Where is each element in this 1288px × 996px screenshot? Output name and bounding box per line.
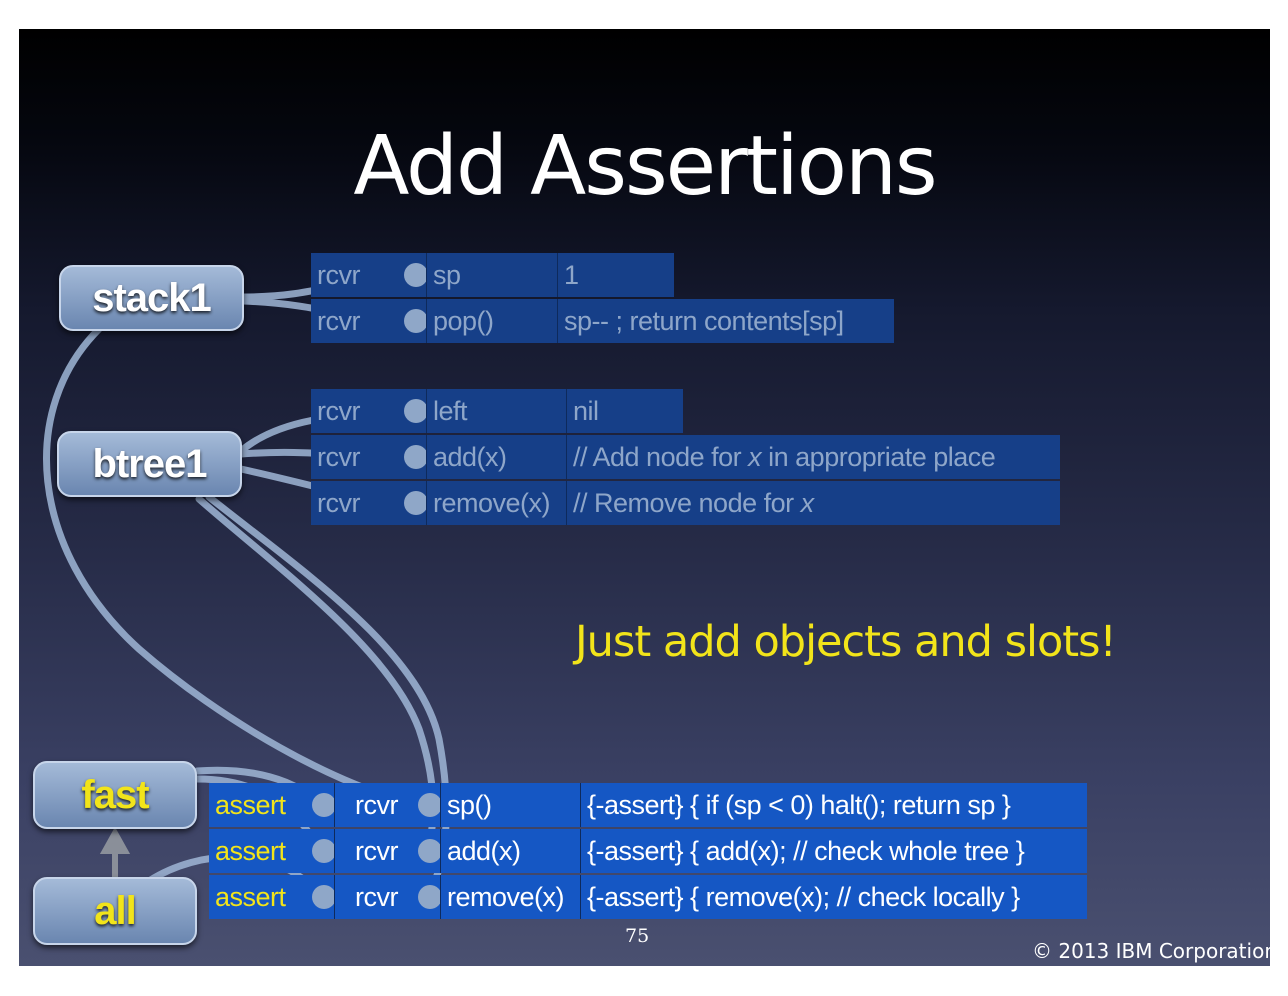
slot-value-cell: {-assert} { remove(x); // check locally … xyxy=(580,875,1087,919)
copyright: © 2013 IBM Corporation xyxy=(1032,939,1270,963)
slot-name-cell: remove(x) xyxy=(426,481,566,525)
receiver-cell: rcvr xyxy=(311,299,428,343)
slot-name-cell: add(x) xyxy=(426,435,566,479)
receiver-cell: rcvr xyxy=(334,783,442,827)
slot-row: rcvr pop() sp-- ; return contents[sp] xyxy=(311,299,894,345)
slot-value-cell: // Add node for x in appropriate place xyxy=(566,435,1060,479)
slot-name-cell: pop() xyxy=(426,299,557,343)
receiver-cell: rcvr xyxy=(334,829,442,873)
slot-dot-icon xyxy=(418,793,442,817)
slot-row: assert rcvr add(x) {-assert} { add(x); /… xyxy=(209,829,1087,875)
slot-dot-icon xyxy=(418,839,442,863)
slot-dot-icon xyxy=(312,885,336,909)
slot-dot-icon xyxy=(404,445,428,469)
fast-object[interactable]: fast xyxy=(33,761,197,829)
guard-cell: assert xyxy=(209,875,336,919)
slot-name-cell: sp() xyxy=(440,783,580,827)
slot-dot-icon xyxy=(418,885,442,909)
slot-value-cell: {-assert} { if (sp < 0) halt(); return s… xyxy=(580,783,1087,827)
slot-name-cell: remove(x) xyxy=(440,875,580,919)
slot-dot-icon xyxy=(404,491,428,515)
tagline: Just add objects and slots! xyxy=(575,617,1117,667)
inherit-arrow xyxy=(99,826,131,877)
slot-row: assert rcvr sp() {-assert} { if (sp < 0)… xyxy=(209,783,1087,829)
slot-name-cell: add(x) xyxy=(440,829,580,873)
all-object[interactable]: all xyxy=(33,877,197,945)
receiver-cell: rcvr xyxy=(311,481,428,525)
stack1-slot-table: rcvr sp 1 rcvr pop() sp-- ; return conte… xyxy=(311,253,894,345)
slot-row: rcvr add(x) // Add node for x in appropr… xyxy=(311,435,1060,481)
slot-row: rcvr sp 1 xyxy=(311,253,894,299)
slide-title: Add Assertions xyxy=(353,119,937,214)
slot-value-cell: 1 xyxy=(557,253,674,297)
receiver-cell: rcvr xyxy=(311,435,428,479)
wire-stack1-fast-sp xyxy=(43,325,428,810)
slot-name-cell: sp xyxy=(426,253,557,297)
slot-dot-icon xyxy=(404,309,428,333)
guard-cell: assert xyxy=(209,829,336,873)
slot-dot-icon xyxy=(404,263,428,287)
slot-row: assert rcvr remove(x) {-assert} { remove… xyxy=(209,875,1087,921)
slot-dot-icon xyxy=(312,793,336,817)
guard-cell: assert xyxy=(209,783,336,827)
receiver-cell: rcvr xyxy=(334,875,442,919)
slot-dot-icon xyxy=(312,839,336,863)
slot-value-cell: {-assert} { add(x); // check whole tree … xyxy=(580,829,1087,873)
slide: Add Assertions rcvr sp 1 rcvr pop() sp--… xyxy=(19,29,1270,966)
receiver-cell: rcvr xyxy=(311,253,428,297)
stack1-object[interactable]: stack1 xyxy=(59,265,244,331)
slot-name-cell: left xyxy=(426,389,566,433)
slot-dot-icon xyxy=(404,399,428,423)
slot-value-cell: // Remove node for x xyxy=(566,481,1060,525)
slot-value-cell: nil xyxy=(566,389,683,433)
assert-slot-table: assert rcvr sp() {-assert} { if (sp < 0)… xyxy=(209,783,1087,921)
slot-row: rcvr left nil xyxy=(311,389,1060,435)
btree1-slot-table: rcvr left nil rcvr add(x) // Add node fo… xyxy=(311,389,1060,527)
slot-value-cell: sp-- ; return contents[sp] xyxy=(557,299,894,343)
slot-row: rcvr remove(x) // Remove node for x xyxy=(311,481,1060,527)
btree1-object[interactable]: btree1 xyxy=(57,431,242,497)
receiver-cell: rcvr xyxy=(311,389,428,433)
page-number: 75 xyxy=(625,925,650,947)
